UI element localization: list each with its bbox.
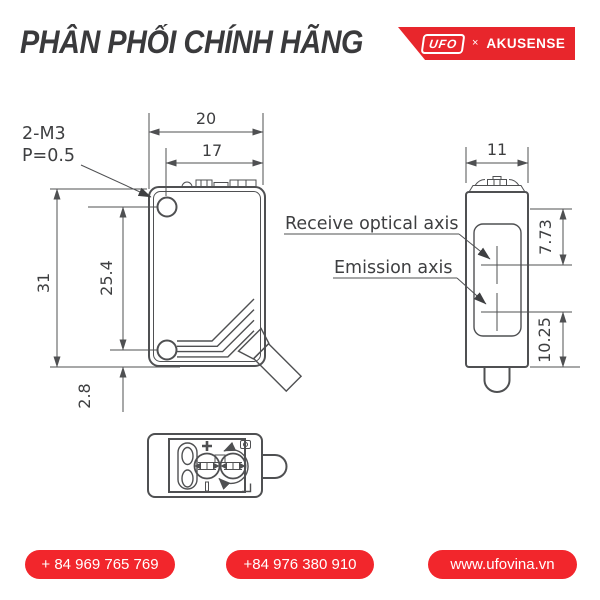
mounting-hole-bottom <box>156 339 178 361</box>
akusense-logo-text: AKUSENSE <box>486 36 566 51</box>
dim-hole-bottom-offset: 2.8 <box>75 366 127 412</box>
mounting-hole-top <box>156 196 178 218</box>
emission-axis-crosshair <box>481 293 572 331</box>
front-chevron-lines <box>177 298 255 358</box>
svg-text:17: 17 <box>202 141 222 160</box>
sensitivity-dial <box>193 452 221 480</box>
front-view-drawing: 20 17 31 25.4 <box>22 109 303 412</box>
dim-hole-spacing: 25.4 <box>88 206 157 351</box>
page-title: PHÂN PHỐI CHÍNH HÃNG <box>20 24 364 60</box>
svg-text:11: 11 <box>487 140 507 159</box>
minus-icon <box>205 481 209 492</box>
front-body-inner-line <box>153 191 261 362</box>
receive-axis-crosshair <box>481 246 572 284</box>
bottom-view-drawing <box>147 433 288 498</box>
optical-window <box>473 223 522 337</box>
side-top-details <box>468 176 526 193</box>
logo-separator-icon: × <box>471 37 479 49</box>
front-body-outline <box>148 186 266 367</box>
svg-text:2-M3: 2-M3 <box>22 124 66 144</box>
svg-text:10.25: 10.25 <box>535 317 554 363</box>
receive-axis-label: Receive optical axis <box>284 214 491 260</box>
svg-text:25.4: 25.4 <box>97 260 116 296</box>
website-button[interactable]: www.ufovina.vn <box>428 550 577 579</box>
rotation-arrow-icon <box>218 441 249 490</box>
dim-front-width: 20 <box>148 109 264 189</box>
dim-front-height: 31 <box>34 188 180 368</box>
emission-axis-label: Emission axis <box>333 258 487 305</box>
camera-icon <box>240 440 251 449</box>
svg-text:P=0.5: P=0.5 <box>22 146 75 166</box>
svg-text:31: 31 <box>34 273 53 293</box>
phone-button-secondary[interactable]: +84 976 380 910 <box>226 550 374 579</box>
mounting-hole-note: 2-M3 P=0.5 <box>22 124 152 198</box>
side-cable-stub <box>483 368 511 393</box>
bottom-body-outline <box>147 433 263 498</box>
svg-text:Receive optical axis: Receive optical axis <box>285 214 458 234</box>
dim-emission-offset: 10.25 <box>530 311 580 368</box>
svg-text:7.73: 7.73 <box>536 219 555 255</box>
plus-icon <box>202 441 212 451</box>
cable-gland <box>237 327 303 393</box>
front-top-details <box>181 179 257 188</box>
corner-arrow-icon <box>242 483 252 493</box>
brand-banner: UFO × AKUSENSE <box>398 27 575 60</box>
bottom-cable-stub <box>262 454 288 479</box>
dim-hole-to-edge: 17 <box>165 141 264 196</box>
dim-receive-offset: 7.73 <box>530 208 572 266</box>
operation-dial <box>218 441 249 490</box>
svg-text:Emission axis: Emission axis <box>334 258 452 278</box>
svg-text:2.8: 2.8 <box>75 383 94 408</box>
dim-side-width: 11 <box>465 140 529 183</box>
svg-text:20: 20 <box>196 109 216 128</box>
side-body-outline <box>465 191 529 368</box>
side-view-drawing: 11 7.73 10.25 Receive optical axis <box>284 140 580 393</box>
phone-button-primary[interactable]: + 84 969 765 769 <box>25 550 175 579</box>
